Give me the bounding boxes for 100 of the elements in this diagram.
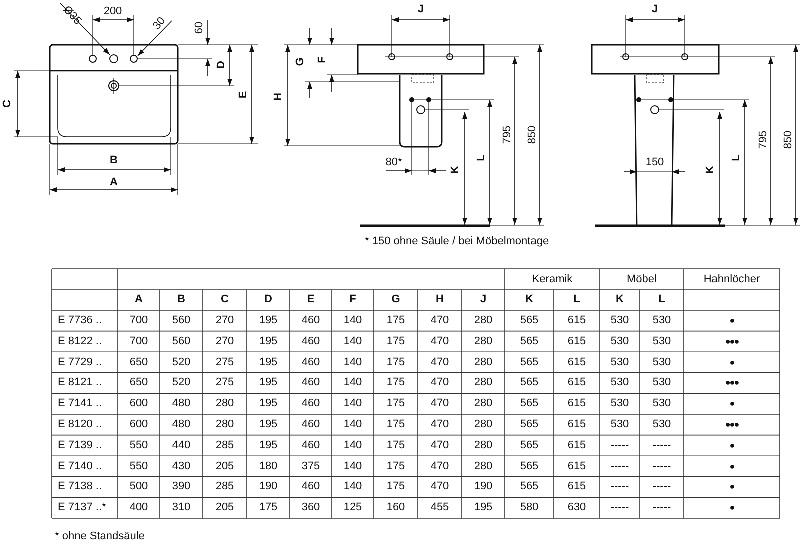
dimension-value: 600 (130, 419, 148, 430)
dimension-value: 470 (430, 482, 450, 493)
dimension-value: 275 (216, 357, 234, 368)
dimension-value: 270 (216, 315, 234, 326)
dimension-value: 530 (652, 357, 672, 368)
dimension-value: 565 (520, 315, 539, 326)
dimension-value: 850 (784, 130, 794, 150)
dimension-value: 140 (344, 315, 362, 326)
dimension-letter: H (274, 93, 284, 101)
dimension-value: ----- (652, 461, 672, 472)
dimension-value: 480 (172, 419, 191, 430)
dimension-value: 280 (474, 419, 493, 430)
dimension-value: 195 (259, 419, 278, 430)
dimension-value: 795 (502, 126, 514, 144)
dimension-value: Ø35 (60, 4, 84, 28)
dimension-value: 520 (172, 357, 191, 368)
dimension-value: 140 (344, 357, 362, 368)
footnote: * ohne Standsäule (55, 532, 145, 542)
dimension-value: 195 (259, 315, 278, 326)
dimension-value: ----- (652, 482, 672, 493)
tap-hole-count: ● (730, 504, 734, 513)
dimension-value: 600 (130, 398, 148, 410)
dimension-value: 565 (520, 336, 539, 348)
model-number: E 8120 .. (58, 419, 102, 430)
dimension-value: 175 (386, 461, 406, 472)
column-header: L (574, 294, 580, 306)
dimension-value: 280 (474, 378, 493, 389)
dimension-value: 460 (302, 440, 320, 452)
dimension-value: 455 (430, 502, 450, 514)
dimension-value: 60 (194, 22, 206, 34)
dimension-value: ----- (610, 440, 630, 452)
model-number: E 7137 ..* (58, 502, 106, 514)
dimension-value: ----- (652, 440, 672, 452)
dimension-value: 360 (302, 502, 320, 514)
dimension-value: 390 (172, 482, 191, 493)
dimension-value: 160 (386, 502, 406, 514)
dimension-value: 195 (259, 336, 278, 348)
dimension-value: 565 (520, 357, 539, 368)
dimension-value: 195 (259, 398, 278, 410)
dimension-value: 615 (568, 357, 586, 368)
dimension-value: 615 (568, 461, 586, 472)
tap-hole-count: ● (730, 358, 734, 367)
dimension-value: 530 (610, 419, 630, 430)
dimension-value: 280 (474, 461, 493, 472)
dimension-value: 195 (259, 440, 278, 452)
dimension-value: 175 (386, 378, 406, 389)
dimension-value: 470 (430, 315, 450, 326)
dimension-letter: G (296, 58, 306, 66)
dimension-value: 520 (172, 378, 191, 389)
dimension-value: 530 (610, 315, 630, 326)
model-number: E 7736 .. (58, 315, 102, 326)
column-header: D (264, 294, 272, 306)
model-number: E 8122 .. (58, 336, 102, 348)
dimension-value: ----- (610, 482, 630, 493)
dimension-letter: J (652, 4, 658, 16)
dimension-value: 565 (520, 378, 539, 389)
column-header: L (658, 294, 666, 306)
dimension-value: 460 (302, 419, 320, 430)
dimension-value: 615 (568, 440, 586, 452)
dimension-value: 460 (302, 357, 320, 368)
dimension-value: 560 (172, 336, 191, 348)
dimension-value: 470 (430, 378, 450, 389)
dimension-value: 700 (130, 336, 148, 348)
column-header: E (307, 294, 315, 306)
dimension-letter: B (110, 156, 118, 166)
dimension-value: 175 (386, 357, 406, 368)
dimension-value: ----- (652, 502, 672, 514)
dimension-value: 175 (259, 502, 278, 514)
column-header: A (135, 294, 143, 306)
dimension-letter: J (418, 4, 424, 16)
dimension-value: 310 (172, 502, 191, 514)
dimension-value: 615 (568, 315, 586, 326)
dimension-value: 565 (520, 398, 539, 410)
dimension-value: 80* (386, 158, 402, 168)
tap-hole-count: ● (730, 462, 734, 471)
dimension-value: 280 (474, 336, 493, 348)
group-header: Keramik (532, 274, 573, 285)
dimension-letter: E (238, 91, 250, 99)
dimension-value: 140 (344, 378, 362, 389)
dimension-letter: D (216, 61, 228, 69)
dimension-value: 195 (259, 357, 278, 368)
dimension-value: 615 (568, 419, 586, 430)
tap-hole-count: ● (730, 400, 734, 409)
dimension-letter: L (476, 154, 488, 162)
dimension-value: 205 (216, 502, 234, 514)
dimension-value: 400 (130, 502, 148, 514)
dimension-value: 280 (474, 398, 493, 410)
dimension-value: 140 (344, 398, 362, 410)
dimension-value: 175 (386, 482, 406, 493)
column-header: C (221, 294, 229, 306)
dimension-value: 470 (430, 419, 450, 430)
dimension-value: 530 (652, 419, 672, 430)
dimension-value: 460 (302, 482, 320, 493)
dimension-value: 280 (216, 398, 234, 410)
dimension-value: 190 (474, 482, 493, 493)
dimension-value: 205 (216, 461, 234, 472)
column-header: K (616, 294, 624, 306)
column-header: K (526, 294, 534, 306)
dimension-value: 470 (430, 440, 450, 452)
dimension-value: 500 (130, 482, 148, 493)
